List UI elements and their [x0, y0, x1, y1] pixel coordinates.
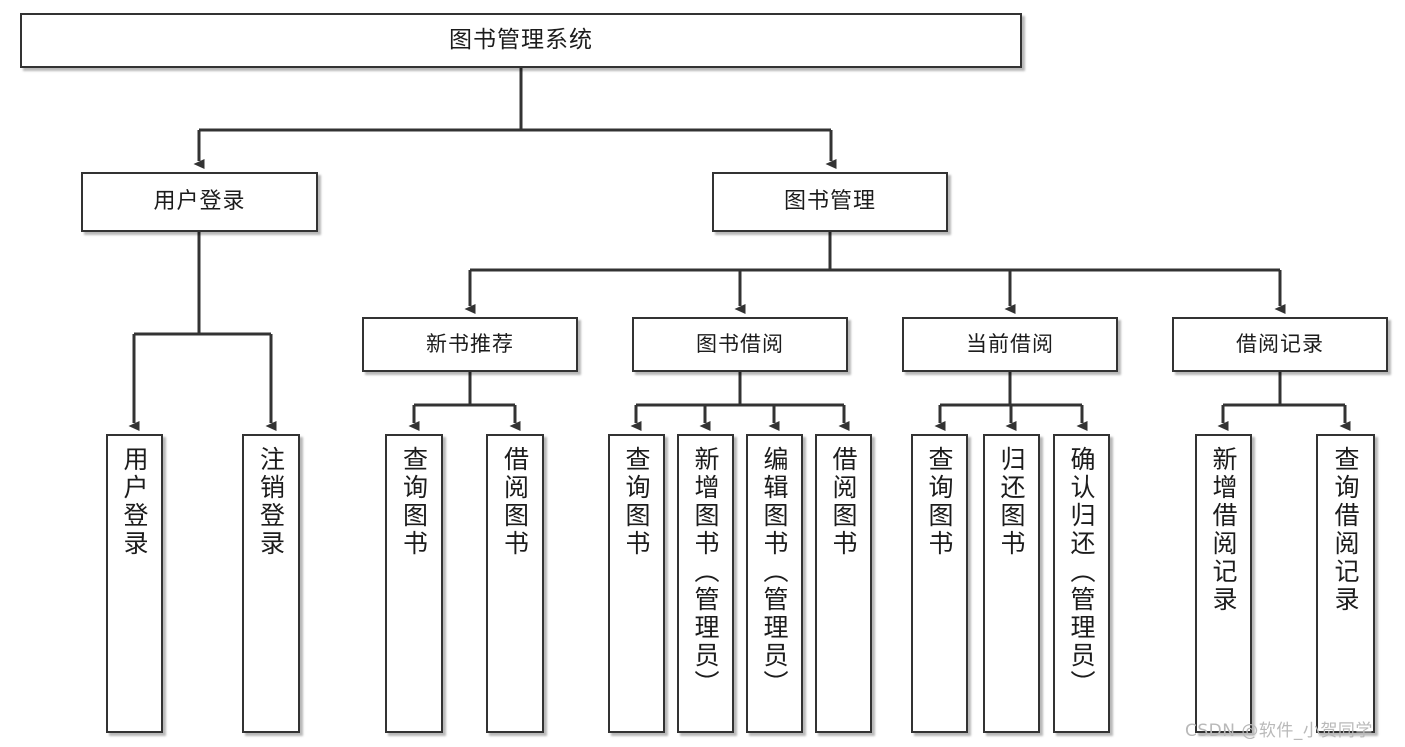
- node-leaf-borrow-book-1-label: 借阅图书: [500, 446, 530, 558]
- node-new-book-rec-label: 新书推荐: [426, 332, 514, 357]
- node-leaf-user-logout-label: 注销登录: [256, 446, 286, 558]
- node-user-login[interactable]: 用户登录: [81, 172, 318, 232]
- node-current-borrow-label: 当前借阅: [966, 332, 1054, 357]
- node-book-manage[interactable]: 图书管理: [712, 172, 948, 232]
- node-borrow-record[interactable]: 借阅记录: [1172, 317, 1388, 372]
- node-user-login-label: 用户登录: [153, 189, 246, 215]
- node-borrow-record-label: 借阅记录: [1236, 332, 1324, 357]
- node-root[interactable]: 图书管理系统: [20, 13, 1022, 68]
- node-leaf-query-book-3[interactable]: 查询图书: [911, 434, 968, 733]
- node-book-borrow-label: 图书借阅: [696, 332, 784, 357]
- node-leaf-add-record[interactable]: 新增借阅记录: [1195, 434, 1252, 733]
- node-leaf-edit-book-label: 编辑图书（管理员）: [760, 446, 789, 698]
- node-leaf-query-record-label: 查询借阅记录: [1331, 446, 1360, 614]
- node-leaf-confirm-return-label: 确认归还（管理员）: [1067, 446, 1096, 698]
- node-leaf-query-book-3-label: 查询图书: [925, 446, 954, 558]
- node-leaf-user-login[interactable]: 用户登录: [106, 434, 163, 733]
- node-leaf-user-login-label: 用户登录: [120, 446, 149, 558]
- node-current-borrow[interactable]: 当前借阅: [902, 317, 1118, 372]
- node-leaf-confirm-return[interactable]: 确认归还（管理员）: [1053, 434, 1110, 733]
- node-leaf-return-book[interactable]: 归还图书: [983, 434, 1040, 733]
- node-leaf-borrow-book-2[interactable]: 借阅图书: [815, 434, 872, 733]
- csdn-watermark: CSDN @软件_小贺同学: [1185, 721, 1373, 741]
- node-leaf-query-book-2-label: 查询图书: [622, 446, 651, 558]
- node-leaf-add-record-label: 新增借阅记录: [1209, 446, 1238, 614]
- node-leaf-borrow-book-1[interactable]: 借阅图书: [486, 434, 544, 733]
- node-leaf-query-record[interactable]: 查询借阅记录: [1316, 434, 1375, 733]
- node-leaf-user-logout[interactable]: 注销登录: [242, 434, 300, 733]
- node-leaf-query-book-2[interactable]: 查询图书: [608, 434, 665, 733]
- node-leaf-query-book-1-label: 查询图书: [399, 446, 429, 558]
- node-leaf-add-book-label: 新增图书（管理员）: [691, 446, 720, 698]
- node-leaf-edit-book[interactable]: 编辑图书（管理员）: [746, 434, 803, 733]
- node-book-manage-label: 图书管理: [783, 189, 876, 215]
- node-leaf-add-book[interactable]: 新增图书（管理员）: [677, 434, 734, 733]
- node-leaf-borrow-book-2-label: 借阅图书: [829, 446, 858, 558]
- node-book-borrow[interactable]: 图书借阅: [632, 317, 848, 372]
- node-leaf-query-book-1[interactable]: 查询图书: [385, 434, 443, 733]
- node-leaf-return-book-label: 归还图书: [997, 446, 1026, 558]
- node-root-label: 图书管理系统: [449, 26, 593, 53]
- node-new-book-rec[interactable]: 新书推荐: [362, 317, 578, 372]
